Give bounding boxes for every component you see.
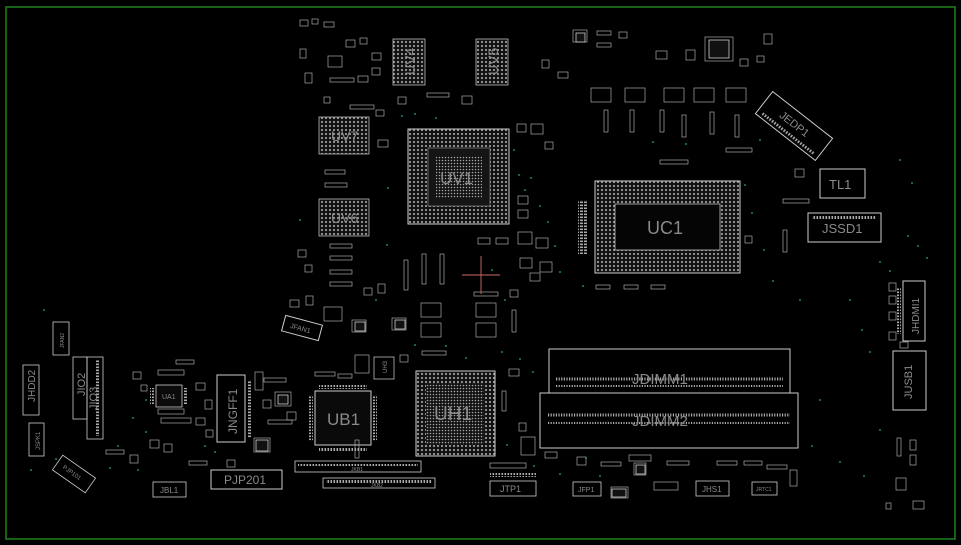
- small-parts-layer: [105, 18, 925, 510]
- connector-pjp101[interactable]: PJP101: [51, 454, 97, 494]
- uv4-label: UV4: [402, 48, 418, 75]
- connector-jkb2[interactable]: JKB2: [322, 477, 436, 489]
- connector-jfp1[interactable]: JFP1: [572, 481, 602, 497]
- connector-jio2[interactable]: JIO2: [72, 356, 88, 420]
- jhdmi1-label: JHDMI1: [911, 297, 922, 334]
- jfp1-label: JFP1: [578, 487, 594, 494]
- jio3-label: JIO3: [88, 387, 100, 410]
- connector-jssd1[interactable]: JSSD1: [807, 212, 882, 243]
- component-ub1[interactable]: UB1: [309, 385, 377, 451]
- connector-jspk1[interactable]: JSPK1: [28, 422, 45, 457]
- jedp1-label: JEDP1: [777, 109, 811, 140]
- tl1-label: TL1: [829, 177, 851, 192]
- uv1-label: UV1: [440, 169, 473, 188]
- connector-jkb1[interactable]: JKB1: [294, 460, 422, 473]
- component-uh1[interactable]: UH1: [415, 370, 496, 457]
- jngff1-label: JNGFF1: [226, 388, 240, 434]
- pjp101-label: PJP101: [61, 465, 82, 482]
- connector-pjp201[interactable]: PJP201: [210, 469, 283, 490]
- board-outline: [5, 6, 956, 540]
- jspk1-label: JSPK1: [36, 431, 42, 450]
- connector-jtp1[interactable]: JTP1: [489, 473, 537, 497]
- connector-jhs1[interactable]: JHS1: [695, 480, 730, 497]
- connector-jhdmi1[interactable]: JHDMI1: [897, 280, 926, 342]
- component-uv6[interactable]: UV6: [318, 198, 370, 237]
- jhdd2-label: JHDD2: [27, 369, 38, 402]
- component-uv4[interactable]: UV4: [392, 38, 426, 86]
- ub1-label: UB1: [327, 410, 360, 429]
- component-uv5[interactable]: UV5: [475, 38, 509, 86]
- jrtc1-label: JRTC1: [756, 487, 772, 493]
- connector-jusb1[interactable]: JUSB1: [892, 350, 927, 411]
- connector-jfan2[interactable]: JFAN2: [52, 321, 70, 356]
- jssd1-label: JSSD1: [822, 221, 862, 236]
- component-uc1[interactable]: UC1: [578, 180, 741, 274]
- uv7-label: UV7: [331, 128, 358, 144]
- component-tl1[interactable]: TL1: [819, 168, 866, 199]
- component-ua1[interactable]: UA1: [150, 384, 188, 408]
- uh3-label: UH3: [383, 360, 389, 373]
- connector-jdimm1[interactable]: JDIMM1: [548, 348, 791, 394]
- connector-jrtc1[interactable]: JRTC1: [751, 481, 778, 496]
- uc1-label: UC1: [647, 218, 683, 238]
- connector-jngff1[interactable]: JNGFF1: [216, 374, 251, 443]
- crosshair-icon: [462, 256, 500, 294]
- uv6-label: UV6: [331, 210, 358, 226]
- small-ic-layer: [255, 32, 730, 498]
- jbl1-label: JBL1: [160, 486, 179, 495]
- ua1-label: UA1: [162, 394, 176, 401]
- connector-jio3[interactable]: JIO3: [86, 356, 104, 440]
- jhs1-label: JHS1: [702, 485, 722, 494]
- component-uh3[interactable]: UH3: [373, 356, 395, 380]
- connector-jhdd2[interactable]: JHDD2: [22, 364, 40, 416]
- jkb1-label: JKB1: [351, 467, 363, 473]
- jdimm2-label: JDIMM2: [632, 413, 688, 430]
- jdimm1-label: JDIMM1: [632, 371, 688, 388]
- component-uv1[interactable]: UV1: [407, 128, 510, 225]
- connector-jdimm2[interactable]: JDIMM2: [539, 392, 799, 449]
- uh1-label: UH1: [434, 404, 472, 425]
- uv5-label: UV5: [485, 48, 501, 75]
- jio2-label: JIO2: [76, 373, 88, 396]
- jusb1-label: JUSB1: [903, 365, 915, 399]
- pjp201-label: PJP201: [224, 473, 266, 487]
- jkb2-label: JKB2: [371, 483, 383, 489]
- jfan2-label: JFAN2: [60, 333, 66, 348]
- jtp1-label: JTP1: [500, 484, 521, 494]
- connector-jbl1[interactable]: JBL1: [152, 481, 187, 498]
- connector-jedp1[interactable]: JEDP1: [754, 90, 834, 162]
- connector-jfan1[interactable]: JFAN1: [280, 314, 324, 342]
- component-uv7[interactable]: UV7: [318, 116, 370, 155]
- vias-layer: [30, 113, 928, 477]
